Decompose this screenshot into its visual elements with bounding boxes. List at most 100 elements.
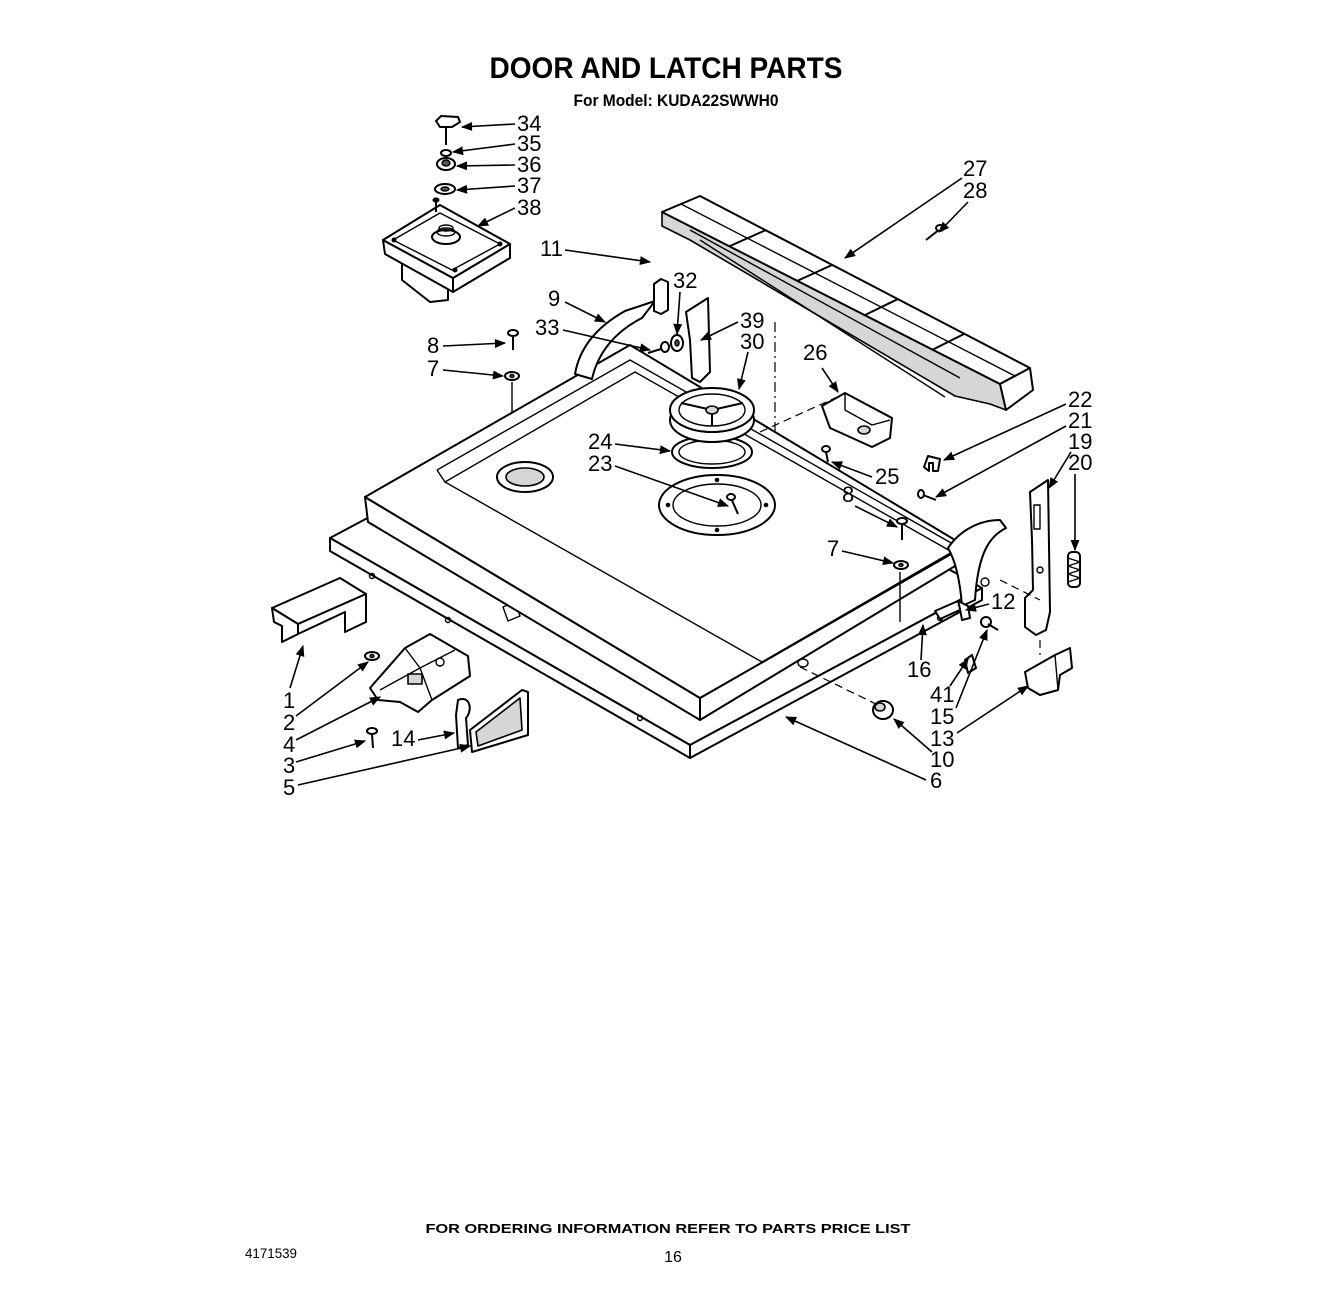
callout-5: 5	[283, 743, 472, 800]
callout-32: 32	[673, 268, 697, 336]
callout-4: 4	[283, 696, 381, 757]
callout-23: 23	[588, 451, 730, 507]
left-hinge-arm	[574, 300, 656, 380]
callout-39: 39	[699, 308, 764, 341]
callout-number: 9	[548, 286, 560, 311]
spring-clip	[923, 455, 941, 472]
leader-line	[699, 321, 739, 341]
callout-7-right: 7	[827, 536, 895, 566]
callout-6: 6	[784, 716, 942, 793]
callout-number: 8	[427, 333, 439, 358]
callout-37: 37	[455, 173, 541, 198]
callout-number: 6	[930, 768, 942, 793]
callout-number: 26	[803, 340, 827, 365]
callout-number: 16	[907, 657, 931, 682]
latch-screw	[366, 727, 378, 749]
spray-plate-screw	[726, 493, 739, 515]
spray-arm-wheel	[669, 387, 755, 443]
dispenser-cap	[435, 115, 461, 145]
callout-number: 11	[540, 236, 563, 261]
callout-34: 34	[460, 111, 541, 136]
right-hinge-arm	[947, 519, 1007, 607]
callout-number: 39	[740, 308, 764, 333]
callout-38: 38	[476, 195, 541, 227]
callout-28: 28	[938, 178, 987, 233]
callout-number: 7	[827, 536, 839, 561]
callout-14: 14	[391, 726, 456, 751]
leader-line	[956, 685, 1029, 734]
callout-27: 27	[844, 156, 987, 259]
leader-line	[451, 143, 516, 156]
callout-number: 24	[588, 429, 612, 454]
callout-number: 10	[930, 747, 954, 772]
leader-line	[830, 461, 873, 478]
latch-bracket	[821, 392, 893, 448]
callout-2: 2	[283, 661, 369, 735]
callout-26: 26	[803, 340, 839, 393]
callout-36: 36	[455, 152, 541, 177]
leader-line	[442, 369, 505, 380]
vent-screw	[925, 224, 945, 241]
leader-line	[442, 339, 507, 348]
callout-number: 7	[427, 356, 439, 381]
callout-number: 5	[283, 775, 295, 800]
callout-24: 24	[588, 429, 672, 455]
leader-line	[455, 161, 516, 171]
callout-number: 37	[517, 173, 541, 198]
leader-line	[564, 301, 607, 323]
callout-number: 19	[1068, 429, 1092, 454]
leader-line	[614, 465, 730, 507]
leader-line	[784, 716, 927, 781]
callout-7-left: 7	[427, 356, 505, 381]
leader-line	[964, 603, 990, 612]
callout-number: 38	[517, 195, 541, 220]
callout-1: 1	[283, 644, 305, 713]
leader-line	[295, 739, 367, 763]
leader-line	[955, 628, 988, 709]
callout-number: 20	[1068, 450, 1092, 475]
callout-number: 1	[283, 688, 295, 713]
callout-number: 27	[963, 156, 987, 181]
leader-line	[455, 184, 516, 194]
callout-20: 20	[1068, 450, 1092, 552]
leader-line	[893, 718, 933, 753]
callout-number: 32	[673, 268, 697, 293]
left-screw	[507, 329, 519, 350]
callout-12: 12	[964, 589, 1015, 614]
callout-number: 14	[391, 726, 415, 751]
dispenser-spring-clip	[440, 149, 452, 157]
document-number: 4171539	[245, 1245, 297, 1261]
callout-number: 3	[283, 753, 295, 778]
detergent-cup-opening	[496, 461, 554, 493]
leader-line	[942, 403, 1067, 461]
callout-number: 33	[535, 315, 559, 340]
leader-line	[295, 661, 369, 717]
leader-line	[938, 201, 969, 233]
callout-number: 34	[517, 111, 541, 136]
leader-line	[460, 121, 516, 131]
door-vent	[661, 195, 1034, 411]
callout-number: 36	[517, 152, 541, 177]
right-washer	[893, 560, 909, 570]
callout-15: 15	[930, 628, 988, 729]
door-spring	[1067, 551, 1081, 588]
leader-line	[917, 623, 927, 661]
leader-line	[1048, 451, 1072, 489]
hinge-washer	[670, 334, 684, 352]
rinse-aid-dispenser	[382, 197, 511, 303]
leader-line	[841, 550, 895, 566]
model-subtitle: For Model: KUDA22SWWH0	[574, 91, 779, 110]
callout-10: 10	[893, 718, 954, 772]
hinge-bracket	[1024, 479, 1051, 636]
callout-number: 21	[1068, 408, 1092, 433]
leader-line	[737, 351, 749, 391]
callout-21: 21	[935, 408, 1092, 498]
callout-number: 25	[875, 464, 899, 489]
leader-line	[476, 207, 516, 227]
callout-13: 13	[930, 685, 1029, 751]
callout-number: 2	[283, 710, 295, 735]
door-latch	[369, 633, 471, 713]
spray-gasket-plate	[658, 474, 776, 536]
spring-anchor-bracket	[1024, 647, 1073, 696]
